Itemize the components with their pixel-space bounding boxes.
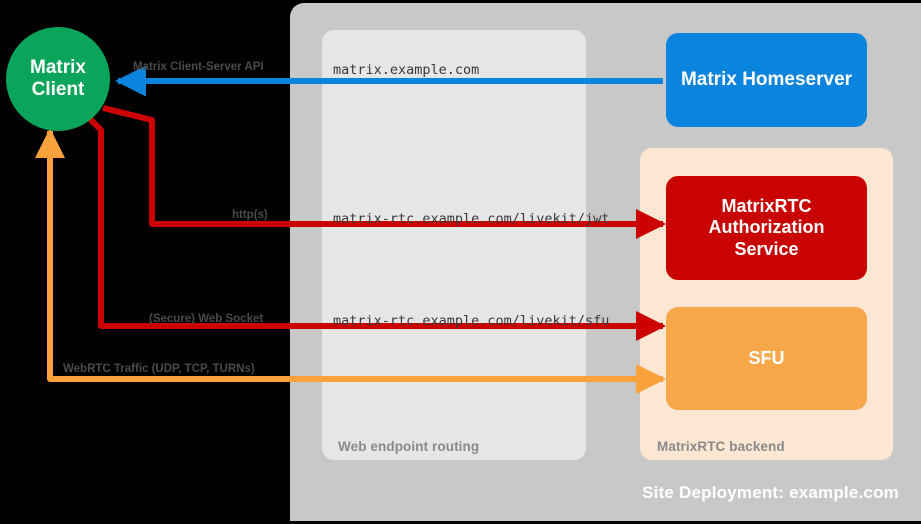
site-deployment-label: Site Deployment: example.com	[642, 483, 899, 502]
node-matrix-client[interactable]: Matrix Client	[6, 27, 110, 131]
matrix-client-label-line1: Matrix	[30, 56, 86, 78]
auth-label-line2: Authorization	[708, 217, 825, 238]
matrix-homeserver-label: Matrix Homeserver	[680, 68, 853, 90]
node-sfu[interactable]: SFU	[666, 307, 867, 410]
matrix-client-label-line2: Client	[31, 79, 85, 100]
web-endpoint-routing-panel	[322, 30, 586, 460]
auth-label-line3: Service	[734, 238, 799, 259]
flow-label-webrtc-traffic: WebRTC Traffic (UDP, TCP, TURNs)	[63, 363, 255, 375]
endpoint-livekit-sfu: matrix-rtc.example.com/livekit/sfu	[333, 313, 610, 329]
endpoint-matrix-example-com: matrix.example.com	[333, 62, 480, 78]
web-endpoint-routing-label: Web endpoint routing	[338, 439, 480, 454]
node-matrixrtc-authorization-service[interactable]: MatrixRTC Authorization Service	[666, 176, 867, 280]
node-matrix-homeserver[interactable]: Matrix Homeserver	[666, 33, 867, 127]
flow-label-secure-websocket: (Secure) Web Socket	[149, 313, 264, 325]
sfu-label: SFU	[748, 347, 785, 368]
matrixrtc-backend-label: MatrixRTC backend	[657, 439, 785, 454]
auth-label-line1: MatrixRTC	[721, 196, 812, 217]
flow-label-client-server-api: Matrix Client-Server API	[133, 61, 264, 73]
endpoint-livekit-jwt: matrix-rtc.example.com/livekit/jwt	[333, 211, 610, 227]
flow-label-https: http(s)	[232, 209, 268, 221]
